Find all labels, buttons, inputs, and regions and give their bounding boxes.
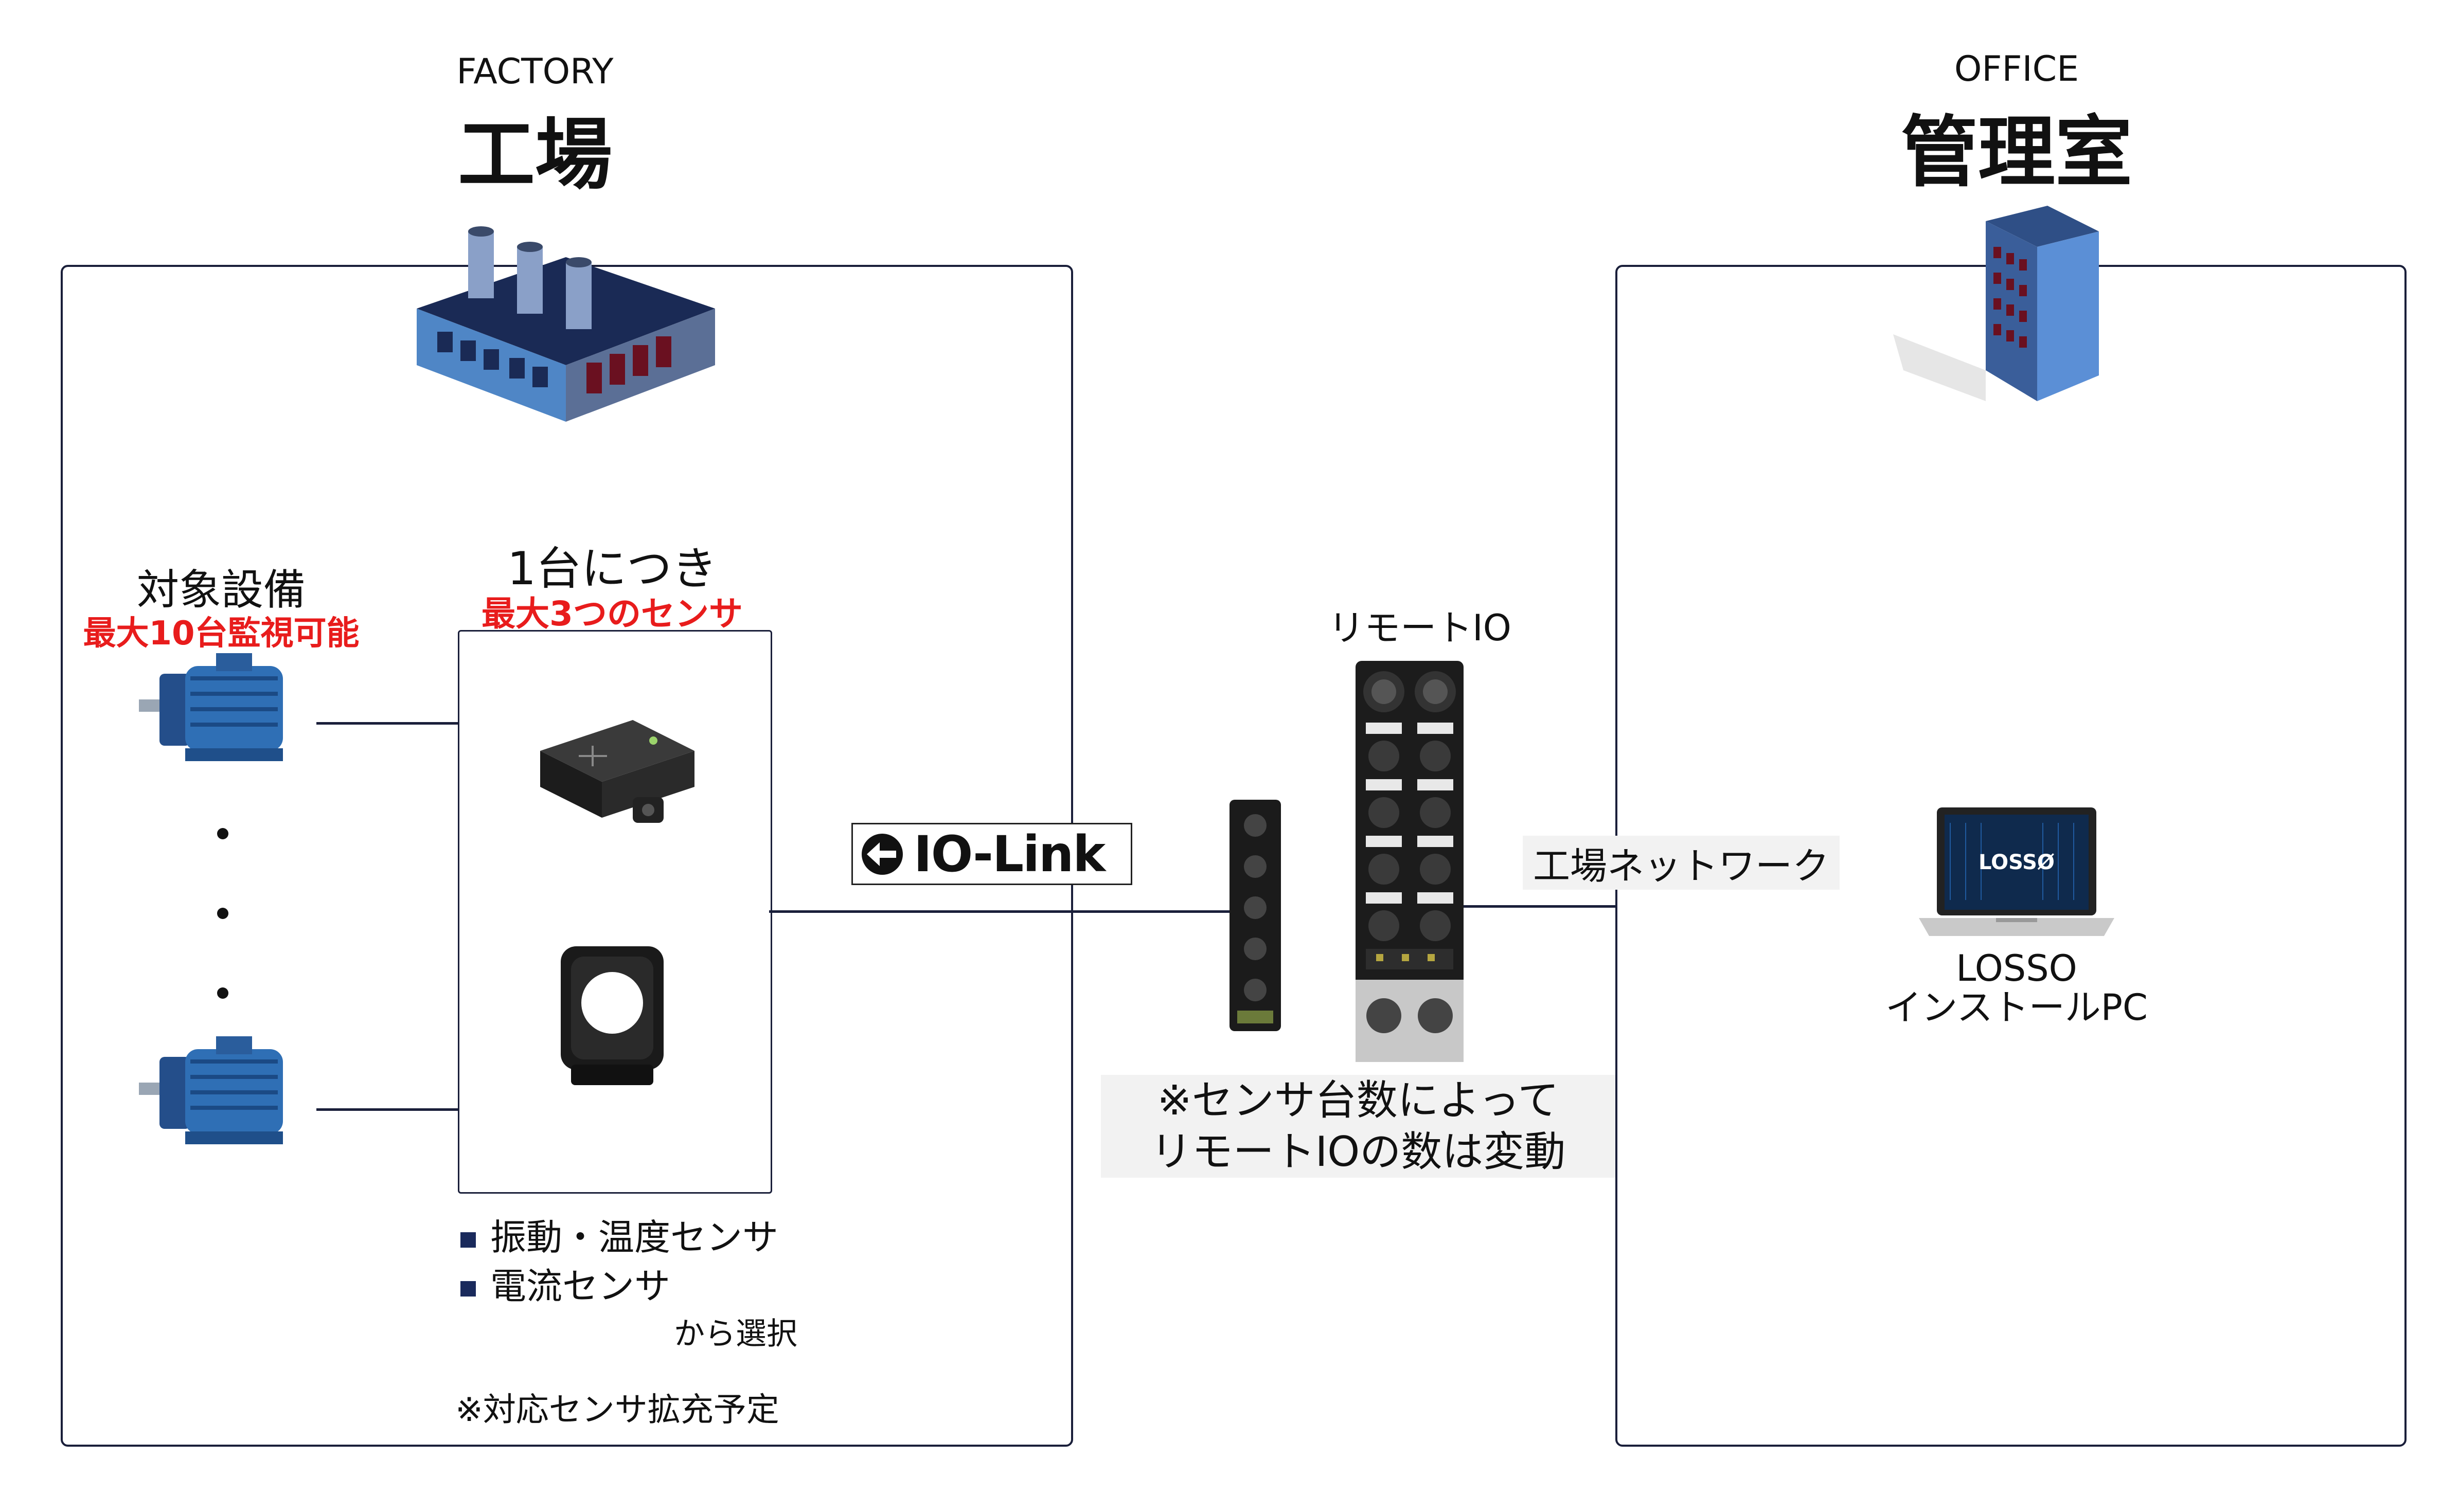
office-building-icon bbox=[1893, 206, 2099, 401]
ellipsis-dot bbox=[217, 828, 228, 839]
motor-icon bbox=[139, 1036, 283, 1144]
sensor-group-box bbox=[458, 630, 772, 1194]
factory-jp-label: 工場 bbox=[457, 111, 612, 200]
sensor-option-item: 振動・温度センサ bbox=[460, 1209, 778, 1261]
office-en-label: OFFICE bbox=[1954, 49, 2079, 89]
bullet-square-icon bbox=[460, 1281, 476, 1297]
office-jp-label: 管理室 bbox=[1900, 108, 2132, 197]
motor1-connection-line bbox=[316, 722, 458, 725]
factory-network-label: 工場ネットワーク bbox=[1523, 836, 1840, 890]
io-link-logo: IO-Link bbox=[851, 823, 1132, 885]
remote-io-module-small-icon bbox=[1230, 800, 1281, 1031]
sensor-select-suffix: から選択 bbox=[674, 1316, 797, 1352]
ellipsis-dot bbox=[217, 987, 228, 999]
equipment-title: 対象設備 bbox=[136, 566, 306, 615]
sensor-expansion-note: ※対応センサ拡充予定 bbox=[455, 1391, 779, 1429]
current-sensor-icon bbox=[561, 946, 664, 1085]
remote-io-note: ※センサ台数によって リモートIOの数は変動 bbox=[1101, 1075, 1615, 1178]
ellipsis-dot bbox=[217, 908, 228, 919]
io-link-connection-line bbox=[769, 910, 1230, 913]
remote-io-module-large-icon bbox=[1356, 661, 1464, 1062]
io-link-emblem-icon bbox=[862, 833, 903, 875]
sensors-limit: 最大3つのセンサ bbox=[482, 594, 743, 634]
factory-en-label: FACTORY bbox=[456, 51, 614, 92]
motor2-connection-line bbox=[316, 1108, 458, 1111]
vibration-temperature-sensor-icon bbox=[540, 720, 694, 823]
remote-io-title: リモートIO bbox=[1328, 607, 1511, 649]
bullet-square-icon bbox=[460, 1232, 476, 1248]
equipment-limit: 最大10台監視可能 bbox=[83, 615, 360, 653]
sensors-title: 1台につき bbox=[507, 542, 717, 595]
factory-building-icon bbox=[417, 226, 715, 422]
laptop-icon: LOSSØ bbox=[1919, 807, 2114, 936]
losso-pc-label: LOSSO インストールPC bbox=[1885, 947, 2148, 1029]
motor-icon bbox=[139, 653, 283, 761]
sensor-option-item: 電流センサ bbox=[460, 1257, 670, 1309]
laptop-screen-logo: LOSSØ bbox=[1979, 851, 2055, 874]
